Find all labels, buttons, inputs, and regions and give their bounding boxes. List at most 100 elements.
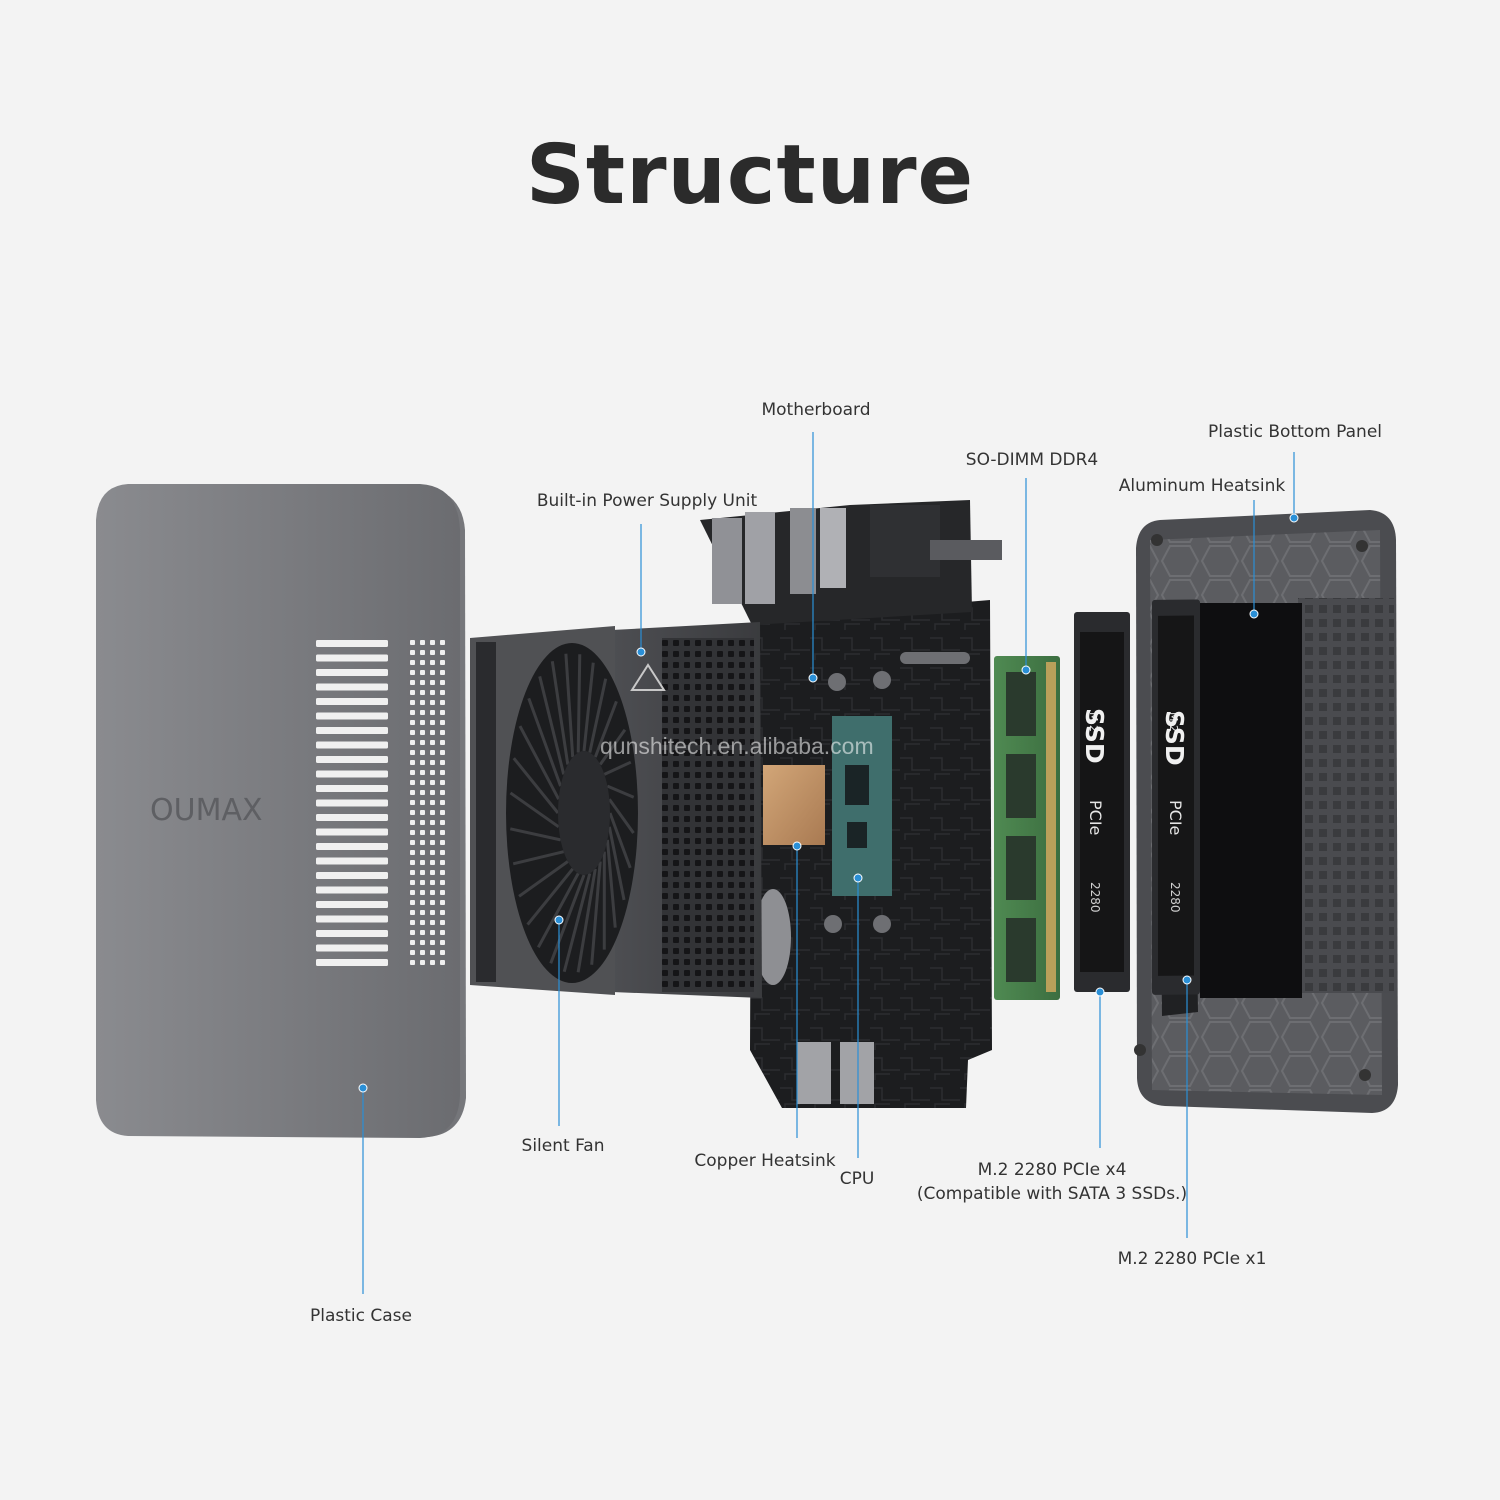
vent-hole [420, 820, 425, 825]
anchor-m2-x4 [1095, 987, 1105, 997]
silent-fan [470, 626, 638, 995]
leader-lines [362, 432, 1295, 1294]
vent-hole [430, 670, 435, 675]
vent-hole [420, 660, 425, 665]
ssd-x4-type-label: PCIe [1086, 800, 1105, 835]
ssd-x4-big-label: SSD [1080, 708, 1109, 764]
vent-slot [316, 770, 388, 778]
anchor-cpu [853, 873, 863, 883]
ssd-pcie-x4 [1074, 612, 1130, 992]
fan-blade [538, 676, 566, 775]
fan-blade [509, 827, 561, 842]
vent-hole [440, 760, 445, 765]
page-title: Structure [525, 128, 975, 223]
vent-hole [440, 870, 445, 875]
vent-hole [430, 690, 435, 695]
vent-hole [420, 810, 425, 815]
fan-blade [607, 826, 626, 901]
aluminum-heatsink [1200, 603, 1302, 998]
vent-hole [420, 850, 425, 855]
vent-slot [316, 915, 388, 923]
vent-hole [410, 760, 415, 765]
anchor-so-dimm [1021, 665, 1031, 675]
vent-hole [410, 700, 415, 705]
vent-hole [440, 780, 445, 785]
built-in-power-supply-unit [612, 622, 762, 998]
plastic-case [96, 484, 466, 1138]
anchor-plastic-case [358, 1083, 368, 1093]
vent-hole [410, 910, 415, 915]
vent-hole [430, 750, 435, 755]
vent-hole [410, 820, 415, 825]
vent-hole [430, 710, 435, 715]
vent-slot [316, 828, 388, 836]
fan-blade [509, 791, 560, 829]
vent-slot [316, 814, 388, 821]
vent-hole [430, 880, 435, 885]
fan-blade [562, 873, 592, 973]
vent-hole [440, 850, 445, 855]
fan-blade [512, 850, 565, 866]
vent-hole [440, 700, 445, 705]
copper-heatsink [763, 765, 825, 845]
fan-blade [603, 760, 632, 776]
vent-hole [440, 750, 445, 755]
vent-hole [410, 720, 415, 725]
vent-hole [410, 650, 415, 655]
vent-hole [420, 840, 425, 845]
vent-slot [316, 683, 388, 691]
vent-hole [420, 640, 425, 645]
vent-slot [316, 857, 388, 865]
fan-blade [590, 861, 602, 965]
fan-blade [549, 874, 586, 964]
callout-so-dimm: SO-DIMM DDR4 [965, 450, 1099, 470]
callout-psu: Built-in Power Supply Unit [536, 491, 758, 511]
vent-hole [430, 740, 435, 745]
vent-slot [316, 843, 388, 850]
vent-hole [420, 700, 425, 705]
fan-blade [606, 784, 635, 799]
vent-hole [430, 770, 435, 775]
vent-hole [410, 960, 415, 965]
vent-slot [316, 741, 388, 749]
vent-hole [440, 890, 445, 895]
vent-hole [410, 690, 415, 695]
vent-hole [440, 930, 445, 935]
vent-hole [420, 920, 425, 925]
fan-blade [576, 868, 597, 973]
fan-blade [598, 728, 627, 766]
vent-hole [420, 900, 425, 905]
vent-hole [420, 760, 425, 765]
callout-cpu: CPU [839, 1169, 875, 1189]
vent-hole [410, 660, 415, 665]
vent-hole [440, 680, 445, 685]
cmos-battery [755, 889, 791, 985]
vent-hole [410, 900, 415, 905]
vent-slot [316, 654, 388, 662]
so-dimm-ddr4 [994, 656, 1060, 1000]
vent-hole [410, 940, 415, 945]
vent-hole [430, 730, 435, 735]
anchor-aluminum-heatsink [1249, 609, 1259, 619]
vent-hole [440, 940, 445, 945]
vent-hole [440, 950, 445, 955]
vent-hole [430, 890, 435, 895]
vent-hole [430, 790, 435, 795]
vent-hole [440, 900, 445, 905]
watermark: qunshitech.en.alibaba.com [600, 733, 874, 759]
vent-hole [420, 930, 425, 935]
vent-hole [420, 770, 425, 775]
anchor-bottom-panel [1289, 513, 1299, 523]
ssd-x4-label: M.2 SSD PCIe 2280 [1080, 708, 1109, 913]
vent-hole [430, 960, 435, 965]
callout-m2-x1: M.2 2280 PCIe x1 [1117, 1249, 1267, 1269]
vent-hole [440, 740, 445, 745]
vent-hole [430, 920, 435, 925]
vent-hole [420, 730, 425, 735]
vent-hole [420, 830, 425, 835]
vent-slot [316, 785, 388, 792]
vent-hole [410, 860, 415, 865]
vent-hole [410, 830, 415, 835]
vent-hole [440, 810, 445, 815]
